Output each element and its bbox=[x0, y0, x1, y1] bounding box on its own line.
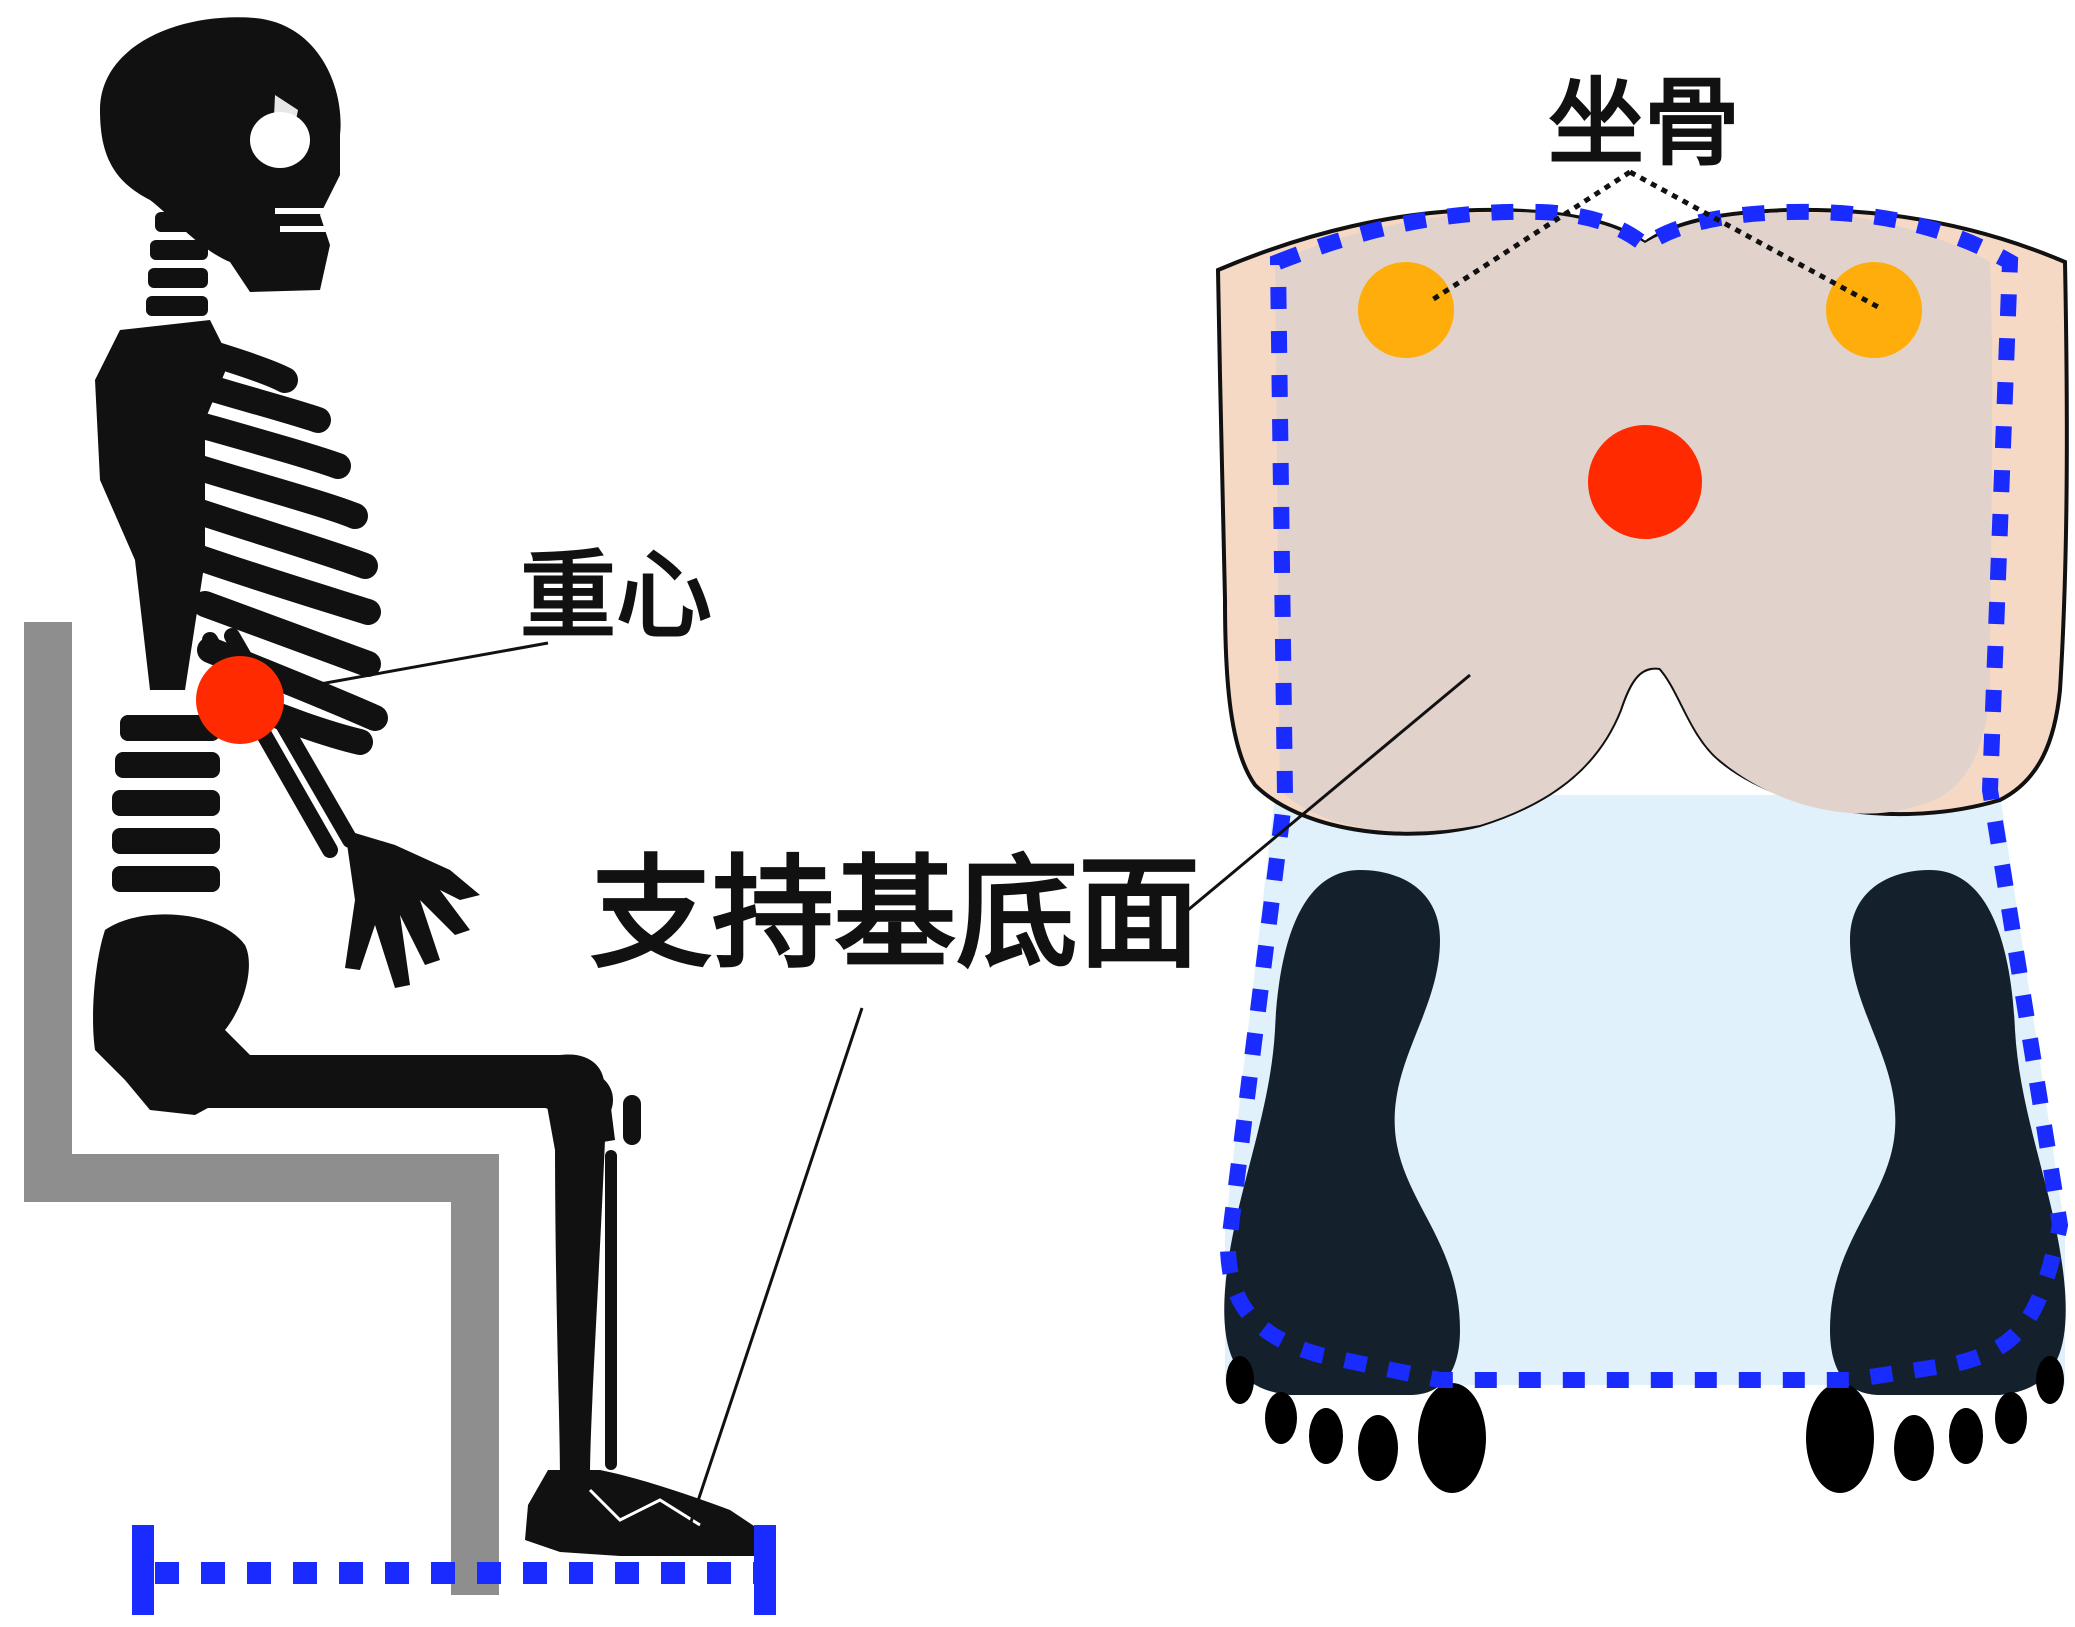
footprint-icon bbox=[1224, 870, 2066, 1395]
seated-skeleton-icon bbox=[93, 17, 760, 1556]
ischium-dot-right bbox=[1826, 262, 1922, 358]
chair-icon bbox=[24, 622, 499, 1595]
ischium-leader-lines bbox=[1430, 169, 1882, 311]
base-leader-lines bbox=[678, 673, 1471, 1556]
toes bbox=[1226, 1356, 2064, 1493]
center-of-gravity-label: 重心 bbox=[520, 540, 712, 652]
center-of-gravity-dot bbox=[196, 656, 284, 744]
support-base-side-bracket bbox=[132, 1525, 776, 1615]
ischium-label: 坐骨 bbox=[1548, 67, 1740, 179]
base-of-support-label: 支持基底面 bbox=[590, 843, 1200, 985]
cog-leader-line bbox=[269, 641, 549, 695]
ischium-dot-left bbox=[1358, 262, 1454, 358]
support-base-outline bbox=[1219, 203, 2069, 1388]
center-of-gravity-dot-top-view bbox=[1588, 425, 1702, 539]
